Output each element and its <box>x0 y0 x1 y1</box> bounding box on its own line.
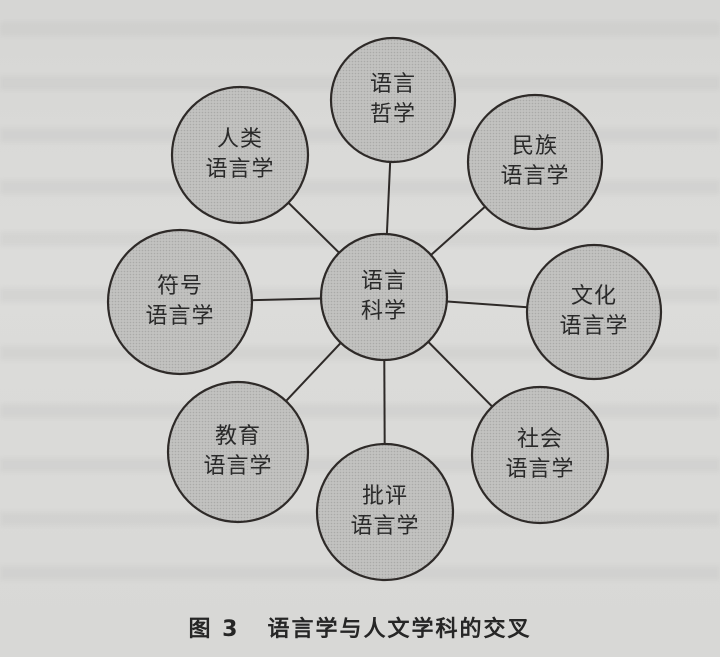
node-circle-language-science <box>319 232 449 362</box>
figure-number: 图 3 <box>188 617 240 642</box>
node-label-line1: 语言 <box>360 269 408 294</box>
node-label-line1: 民族 <box>511 134 559 159</box>
node-circle-anthropological-linguistics <box>170 85 310 225</box>
node-circle-critical-linguistics <box>315 442 455 582</box>
node-label-line1: 人类 <box>216 127 264 152</box>
node-label-line2: 语言学 <box>500 164 570 189</box>
node-label-line1: 文化 <box>570 284 618 309</box>
node-circles <box>106 36 663 582</box>
figure-caption: 图 3 语言学与人文学科的交叉 <box>0 611 720 643</box>
node-circle-semiotic-linguistics <box>106 228 254 376</box>
node-label-line2: 语言学 <box>203 454 273 479</box>
node-circle-socio-linguistics <box>470 385 610 525</box>
figure-title: 语言学与人文学科的交叉 <box>267 617 532 642</box>
node-circle-cultural-linguistics <box>525 243 663 381</box>
node-semiotic-linguistics: 符号语言学 <box>145 272 214 332</box>
node-anthropological-linguistics: 人类语言学 <box>205 125 274 185</box>
node-label-line2: 语言学 <box>350 514 420 539</box>
node-educational-linguistics: 教育语言学 <box>203 422 272 482</box>
node-label-line1: 教育 <box>214 424 262 449</box>
node-label-line1: 社会 <box>516 427 564 452</box>
node-label-line1: 符号 <box>156 274 204 299</box>
node-circle-language-philosophy <box>329 36 457 164</box>
node-label-line2: 科学 <box>360 299 408 324</box>
node-language-science: 语言科学 <box>361 267 407 327</box>
node-circle-educational-linguistics <box>166 380 310 524</box>
node-label-line2: 哲学 <box>369 102 417 127</box>
node-label-line2: 语言学 <box>505 457 575 482</box>
node-label-line2: 语言学 <box>145 304 215 329</box>
bleed-through-text <box>0 22 720 36</box>
node-language-philosophy: 语言哲学 <box>370 70 416 130</box>
node-label-line2: 语言学 <box>559 314 629 339</box>
node-circle-ethno-linguistics <box>466 93 604 231</box>
node-ethno-linguistics: 民族语言学 <box>500 132 569 192</box>
node-label-line1: 语言 <box>369 72 417 97</box>
node-socio-linguistics: 社会语言学 <box>505 425 574 485</box>
node-cultural-linguistics: 文化语言学 <box>559 282 628 342</box>
node-label-line2: 语言学 <box>205 157 275 182</box>
node-critical-linguistics: 批评语言学 <box>350 482 419 542</box>
node-label-line1: 批评 <box>361 484 409 509</box>
